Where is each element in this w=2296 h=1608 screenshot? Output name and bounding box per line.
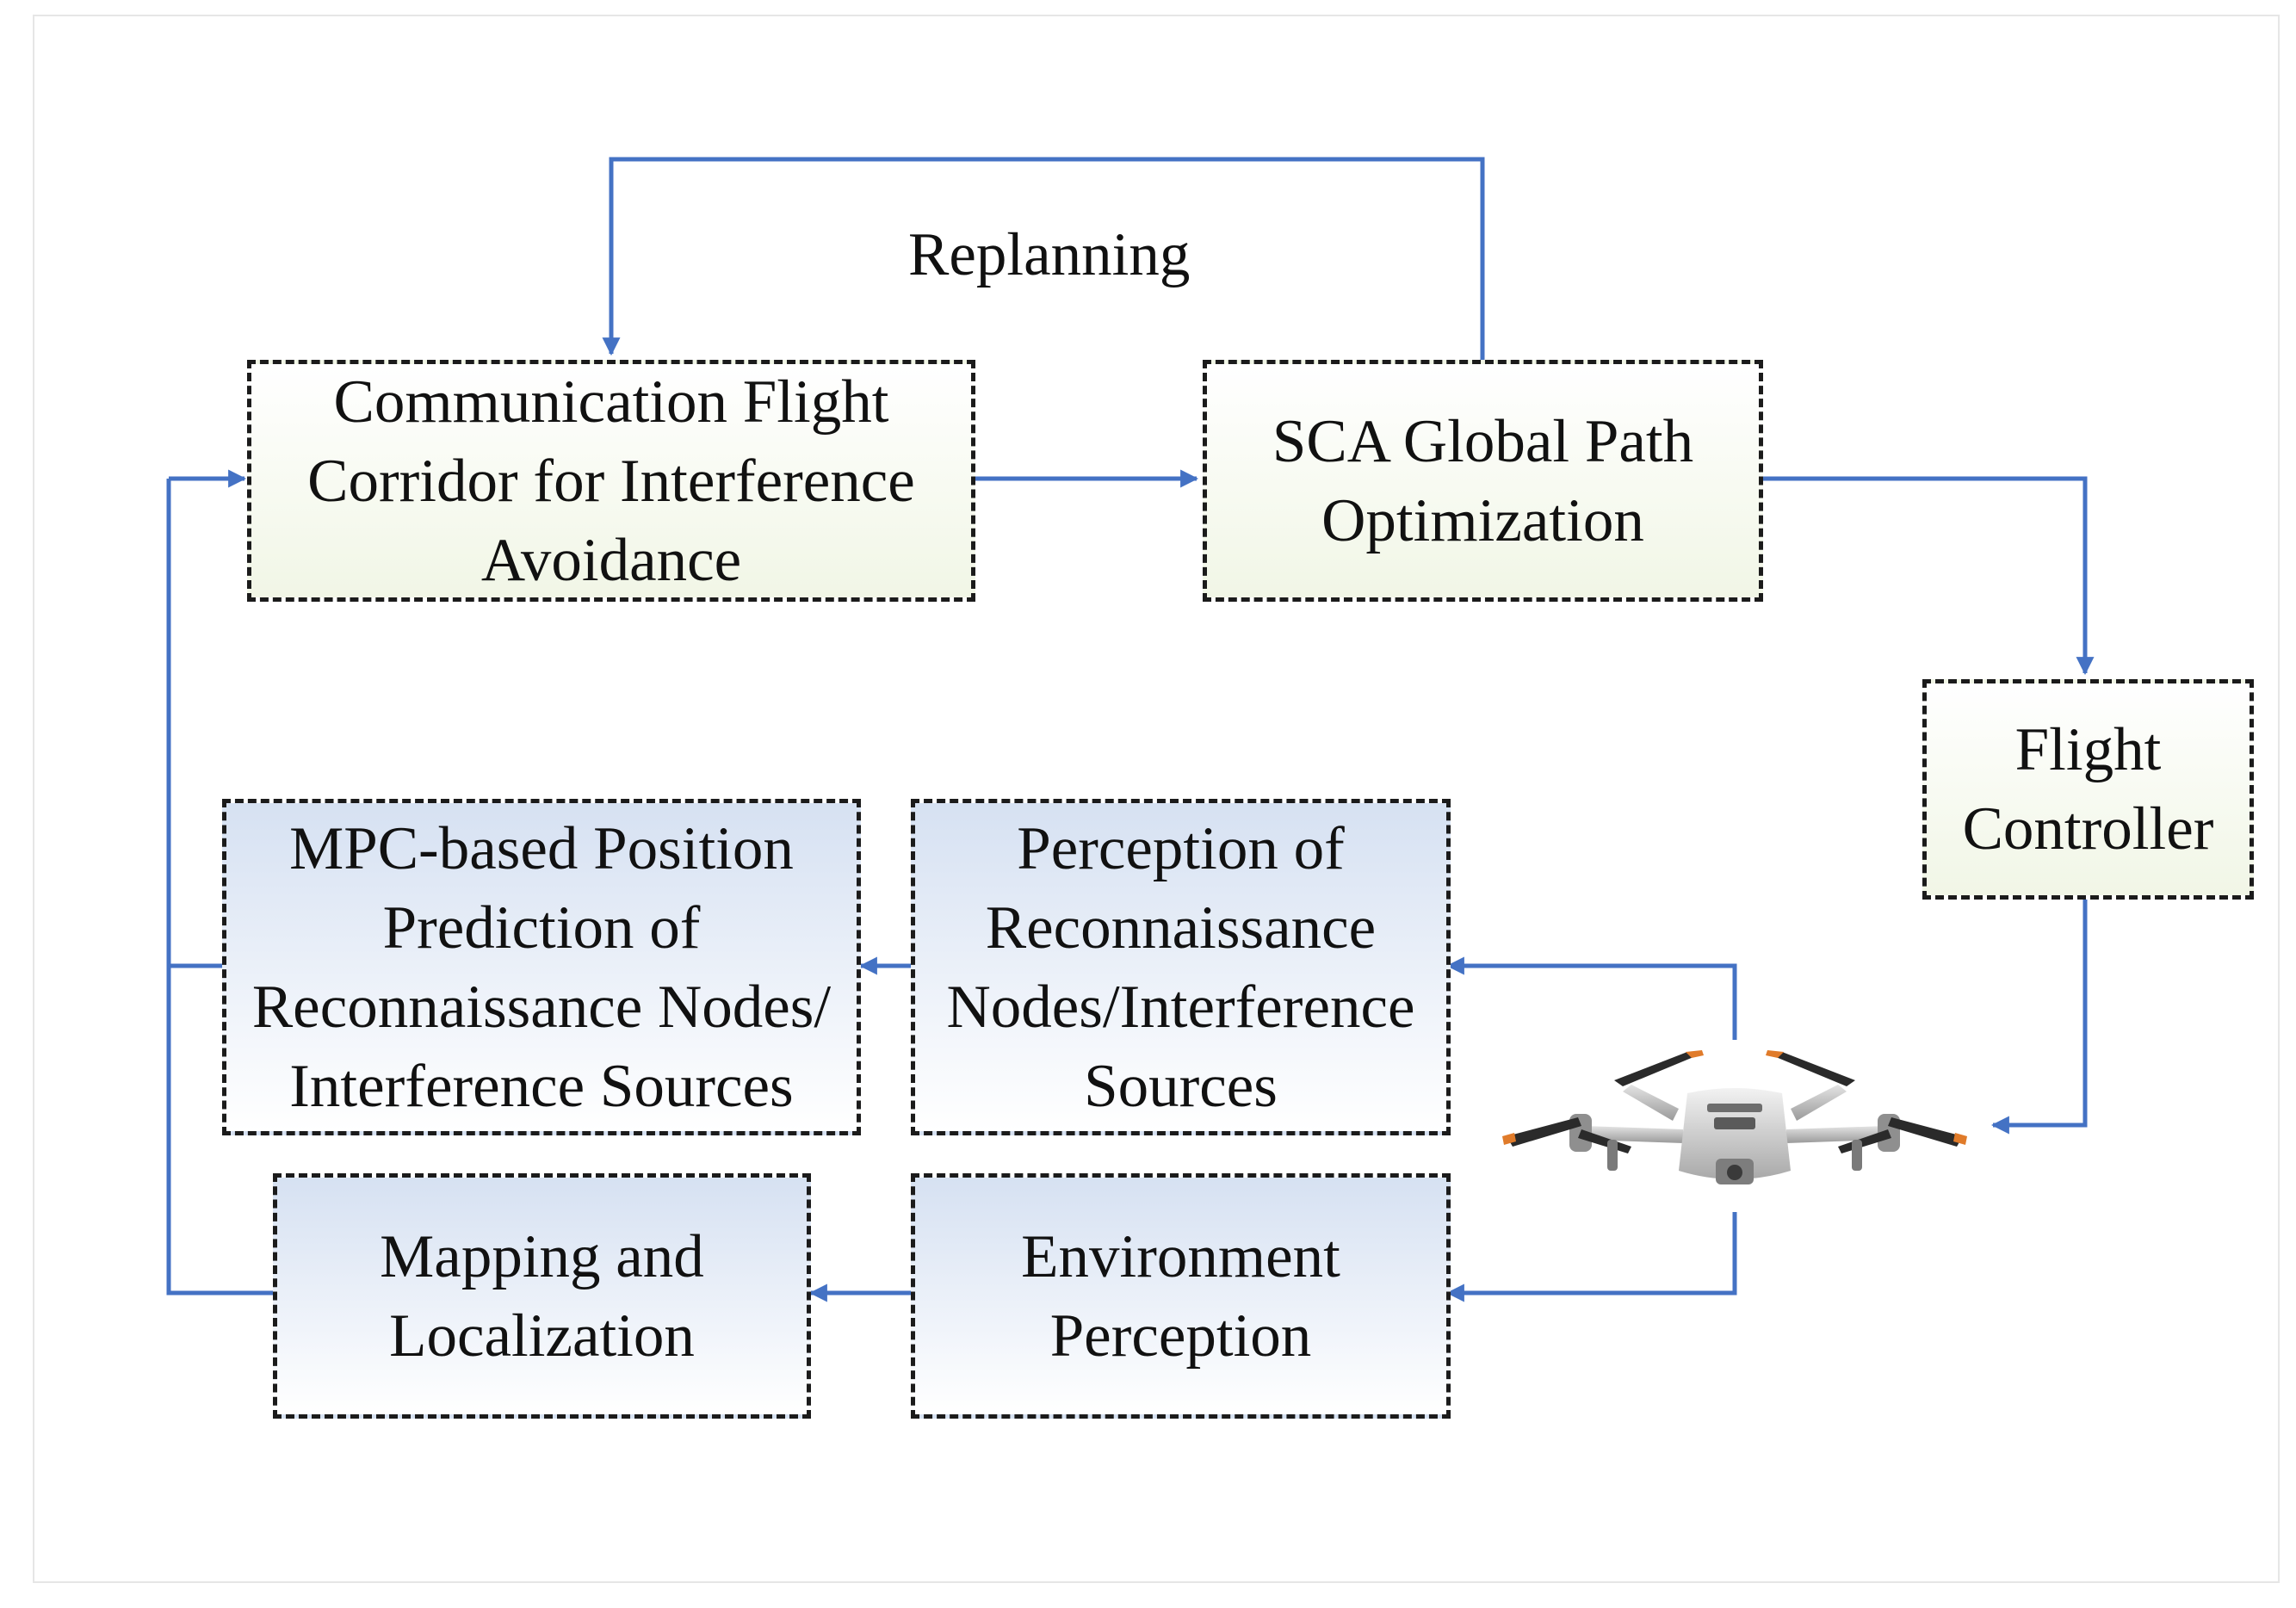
box-line: Corridor for Interference — [307, 447, 915, 515]
box-line: Reconnaissance — [985, 894, 1377, 962]
box-line: Avoidance — [480, 526, 742, 594]
drone-to-environment-arrow — [1445, 1212, 1737, 1302]
sca-global-path-optimization-box: SCA Global Path Optimization — [1203, 360, 1763, 602]
box-line: MPC-based Position — [289, 814, 794, 882]
drone-to-perception-arrow — [1445, 956, 1737, 1040]
replanning-arrow — [602, 157, 1485, 360]
box-line: SCA Global Path — [1272, 407, 1694, 475]
mapping-feedback-line — [166, 479, 275, 1296]
box-line: Flight — [2014, 716, 2162, 783]
controller-to-drone-arrow — [1990, 897, 2088, 1135]
communication-flight-corridor-box: Communication Flight Corridor for Interf… — [247, 360, 975, 602]
box-line: Mapping and — [380, 1222, 704, 1290]
box-line: Communication Flight — [333, 368, 889, 436]
sca-to-controller-arrow — [1761, 476, 2095, 676]
figure-frame — [33, 15, 2280, 1583]
box-line: Reconnaissance Nodes/ — [251, 973, 832, 1041]
box-line: Interference Sources — [289, 1052, 794, 1120]
box-line: Environment — [1021, 1222, 1340, 1290]
box-line: Sources — [1084, 1052, 1278, 1120]
box-line: Perception — [1049, 1302, 1312, 1370]
box-line: Optimization — [1321, 486, 1644, 554]
box-line: Prediction of — [382, 894, 701, 962]
flight-controller-box: Flight Controller — [1922, 679, 2254, 900]
environment-perception-box: Environment Perception — [911, 1173, 1451, 1419]
replanning-label: Replanning — [908, 221, 1191, 288]
box-line: Localization — [389, 1302, 695, 1370]
quadcopter-drone-icon — [1502, 1050, 1967, 1184]
mapping-and-localization-box: Mapping and Localization — [273, 1173, 811, 1419]
box-line: Nodes/Interference — [946, 973, 1415, 1041]
box-line: Perception of — [1017, 814, 1345, 882]
box-line: Controller — [1962, 795, 2214, 863]
mpc-position-prediction-box: MPC-based Position Prediction of Reconna… — [222, 799, 861, 1135]
perception-of-reconnaissance-nodes-box: Perception of Reconnaissance Nodes/Inter… — [911, 799, 1451, 1135]
